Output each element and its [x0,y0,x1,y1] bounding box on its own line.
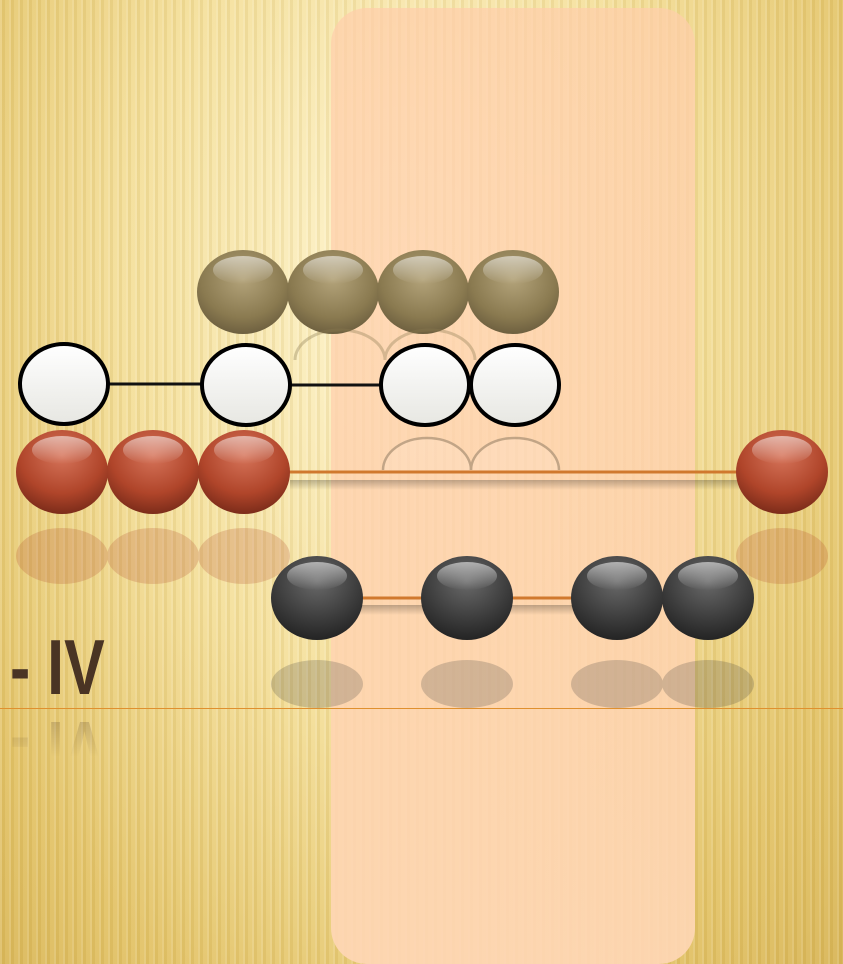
bead-row-olive [197,250,559,334]
slide-title: - IV [10,623,105,711]
divider-line [0,708,843,709]
red-reflection [16,528,828,584]
bead-row-red [16,430,828,514]
white-bead [200,343,292,427]
bead-row-black [271,556,754,640]
slide-title-reflection: - IV [10,705,105,793]
bead-row-white [18,342,561,427]
white-reflection [381,436,561,471]
olive-reflection [293,328,477,361]
white-bead [18,342,110,426]
white-bead [469,343,561,427]
white-bead [379,343,471,427]
black-reflection [271,660,754,708]
